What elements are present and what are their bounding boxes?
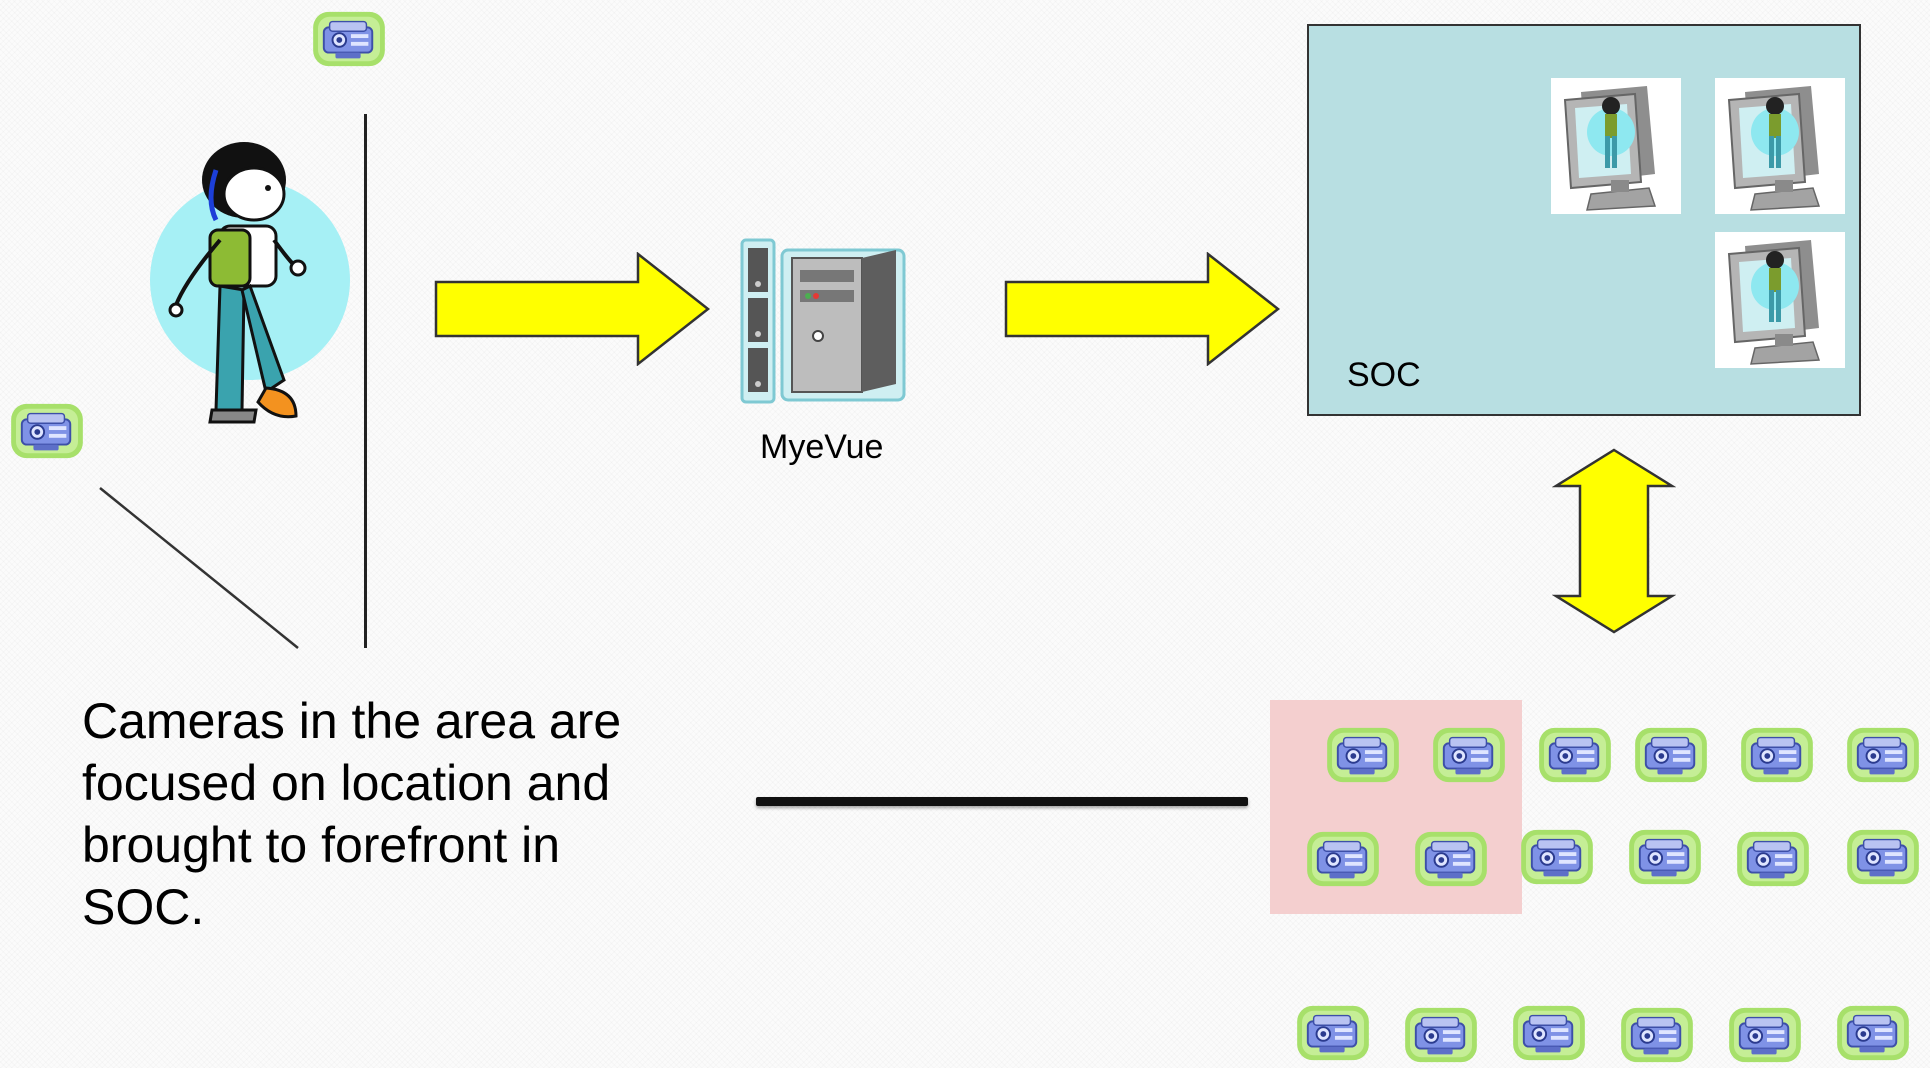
security-camera-icon: [1726, 1004, 1804, 1066]
arrow-right-icon: [434, 252, 711, 366]
wall-line: [364, 114, 367, 648]
caption-text: Cameras in the area are focused on locat…: [82, 693, 622, 935]
security-camera-icon: [1412, 828, 1490, 890]
soc-panel: SOC: [1307, 24, 1861, 416]
camera-view-line: [99, 487, 299, 649]
server-icon: [738, 236, 908, 406]
security-camera-icon: [1304, 828, 1382, 890]
double-arrow-icon: [1552, 448, 1676, 634]
monitor-icon: [1715, 78, 1845, 214]
security-camera-icon: [1402, 1004, 1480, 1066]
security-camera-icon: [1518, 826, 1596, 888]
security-camera-icon: [1430, 724, 1508, 786]
security-camera-icon: [1734, 828, 1812, 890]
security-camera-icon: [1844, 724, 1922, 786]
security-camera-icon: [1738, 724, 1816, 786]
security-camera-icon: [1618, 1004, 1696, 1066]
server-label: MyeVue: [760, 428, 884, 466]
person-walking-icon: [146, 140, 366, 430]
connector-line: [756, 797, 1248, 806]
security-camera-icon: [1536, 724, 1614, 786]
arrow-right-icon: [1004, 252, 1281, 366]
security-camera-icon: [1632, 724, 1710, 786]
security-camera-icon: [1510, 1002, 1588, 1064]
monitor-icon: [1551, 78, 1681, 214]
security-camera-icon: [8, 400, 86, 462]
security-camera-icon: [1294, 1002, 1372, 1064]
security-camera-icon: [1834, 1002, 1912, 1064]
security-camera-icon: [1324, 724, 1402, 786]
monitor-icon: [1715, 232, 1845, 368]
soc-label: SOC: [1347, 356, 1421, 394]
security-camera-icon: [1626, 826, 1704, 888]
security-camera-icon: [1844, 826, 1922, 888]
security-camera-icon: [310, 8, 388, 70]
